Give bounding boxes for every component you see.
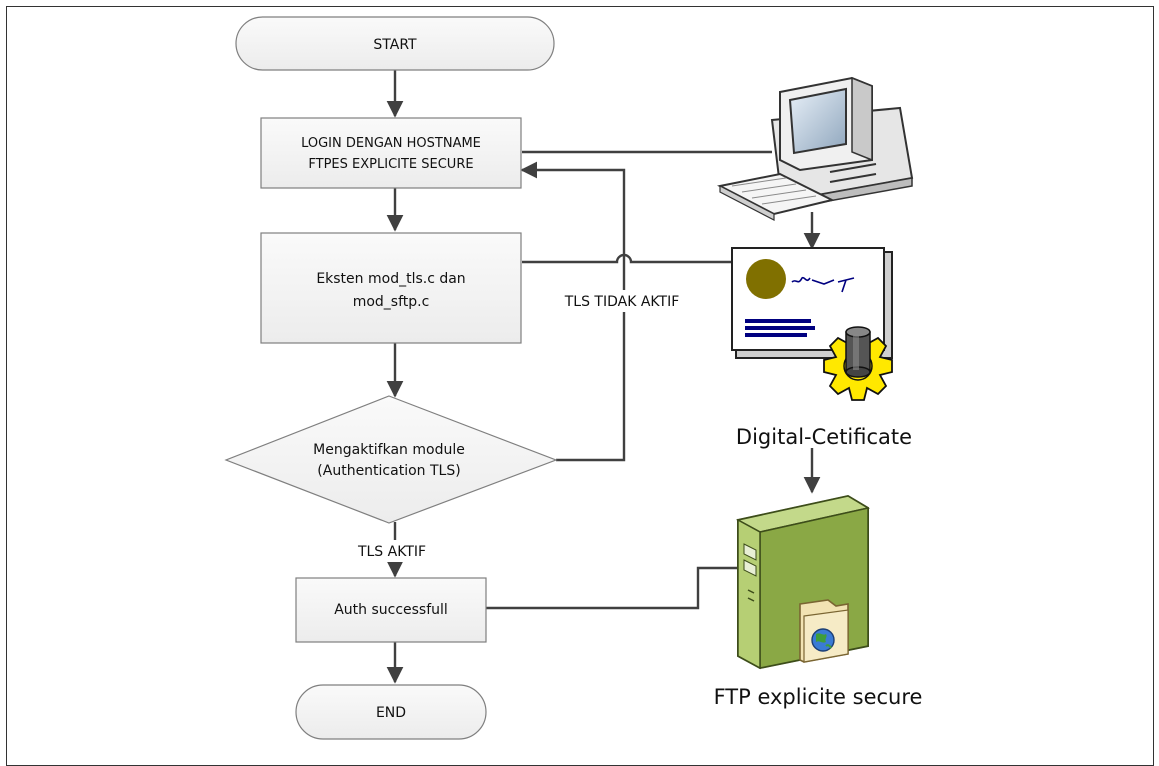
login-line-2: FTPES EXPLICITE SECURE	[308, 157, 473, 172]
auth-label: Auth successfull	[334, 602, 448, 618]
label-tls-aktif: TLS AKTIF	[357, 544, 426, 560]
label-tls-tidak-aktif-bg	[548, 290, 698, 312]
start-terminator: START	[235, 16, 555, 71]
server-caption: FTP explicite secure	[714, 685, 923, 709]
ekstensi-line-2: mod_sftp.c	[353, 294, 430, 310]
label-tls-tidak-aktif: TLS TIDAK AKTIF	[564, 294, 680, 310]
folder-globe-icon	[799, 599, 849, 663]
login-process: LOGIN DENGAN HOSTNAME FTPES EXPLICITE SE…	[260, 117, 522, 189]
flowchart-canvas: START LOGIN DENGAN HOSTNAME FTPES EXPLIC…	[224, 16, 923, 740]
ekstensi-line-1: Eksten mod_tls.c dan	[316, 271, 465, 287]
line-certificate-to-ekstensi	[522, 253, 732, 264]
decision-line-1: Mengaktifkan module	[313, 442, 465, 458]
gear-icon	[823, 326, 893, 401]
start-label: START	[373, 37, 417, 53]
certificate-caption: Digital-Cetificate	[736, 425, 912, 449]
decision-line-2: (Authentication TLS)	[317, 463, 460, 479]
decision-diamond: Mengaktifkan module (Authentication TLS)	[224, 395, 558, 524]
end-terminator: END	[295, 684, 487, 740]
label-tls-aktif-bg	[340, 540, 450, 562]
desktop-computer-icon	[717, 76, 914, 221]
digital-certificate-icon	[731, 247, 893, 401]
certificate-signature	[791, 276, 855, 293]
connectors	[386, 70, 821, 684]
auth-process: Auth successfull	[295, 577, 487, 643]
certificate-seal	[746, 259, 786, 299]
ekstensi-process: Eksten mod_tls.c dan mod_sftp.c	[260, 232, 522, 344]
login-line-1: LOGIN DENGAN HOSTNAME	[301, 136, 481, 151]
arrow-loop-back-tls-tidak-aktif	[520, 161, 626, 462]
server-tower-icon	[735, 494, 870, 670]
end-label: END	[376, 705, 406, 721]
line-auth-to-server	[486, 566, 738, 610]
